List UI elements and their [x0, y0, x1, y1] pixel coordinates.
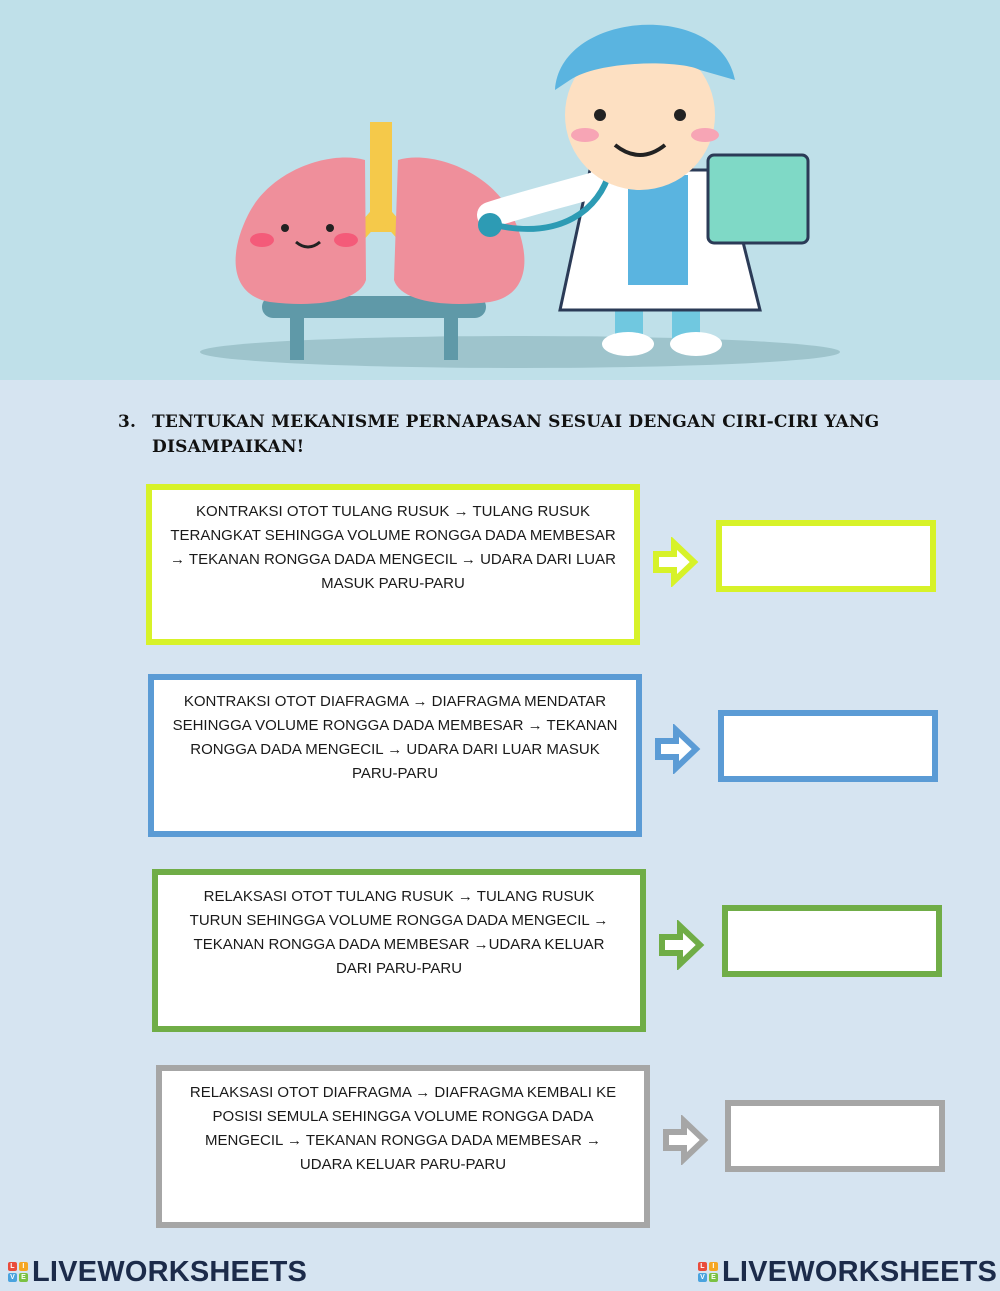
- answer-box-3[interactable]: [722, 905, 942, 977]
- liveworksheets-logo-right: L I V E LIVEWORKSHEETS: [698, 1256, 997, 1288]
- arrow-right-icon: [659, 920, 705, 970]
- logo-text: LIVEWORKSHEETS: [722, 1255, 998, 1288]
- description-text-4: RELAKSASI OTOT DIAFRAGMA → DIAFRAGMA KEM…: [189, 1084, 617, 1173]
- description-box-1: KONTRAKSI OTOT TULANG RUSUK → TULANG RUS…: [146, 484, 640, 645]
- description-text-3: RELAKSASI OTOT TULANG RUSUK → TULANG RUS…: [189, 888, 609, 977]
- arrow-right-icon: [653, 537, 699, 587]
- answer-box-1[interactable]: [716, 520, 936, 592]
- liveworksheets-mark-icon: L I V E: [8, 1262, 28, 1282]
- arrow-right-icon: [663, 1115, 709, 1165]
- doctor-lungs-illustration: [0, 0, 1000, 380]
- arrow-right-icon: [655, 724, 701, 774]
- question-text: TENTUKAN MEKANISME PERNAPASAN SESUAI DEN…: [152, 412, 880, 457]
- liveworksheets-mark-icon: L I V E: [698, 1262, 718, 1282]
- description-box-2: KONTRAKSI OTOT DIAFRAGMA → DIAFRAGMA MEN…: [148, 674, 642, 837]
- answer-input-3[interactable]: [728, 911, 936, 971]
- answer-input-1[interactable]: [722, 526, 930, 586]
- description-box-4: RELAKSASI OTOT DIAFRAGMA → DIAFRAGMA KEM…: [156, 1065, 650, 1228]
- answer-box-2[interactable]: [718, 710, 938, 782]
- answer-input-4[interactable]: [731, 1106, 939, 1166]
- liveworksheets-logo-left: L I V E LIVEWORKSHEETS: [8, 1256, 307, 1288]
- description-text-1: KONTRAKSI OTOT TULANG RUSUK → TULANG RUS…: [170, 503, 616, 592]
- answer-box-4[interactable]: [725, 1100, 945, 1172]
- logo-text: LIVEWORKSHEETS: [32, 1255, 308, 1288]
- answer-input-2[interactable]: [724, 716, 932, 776]
- description-box-3: RELAKSASI OTOT TULANG RUSUK → TULANG RUS…: [152, 869, 646, 1032]
- description-text-2: KONTRAKSI OTOT DIAFRAGMA → DIAFRAGMA MEN…: [172, 693, 618, 782]
- question-number: 3.: [118, 412, 137, 432]
